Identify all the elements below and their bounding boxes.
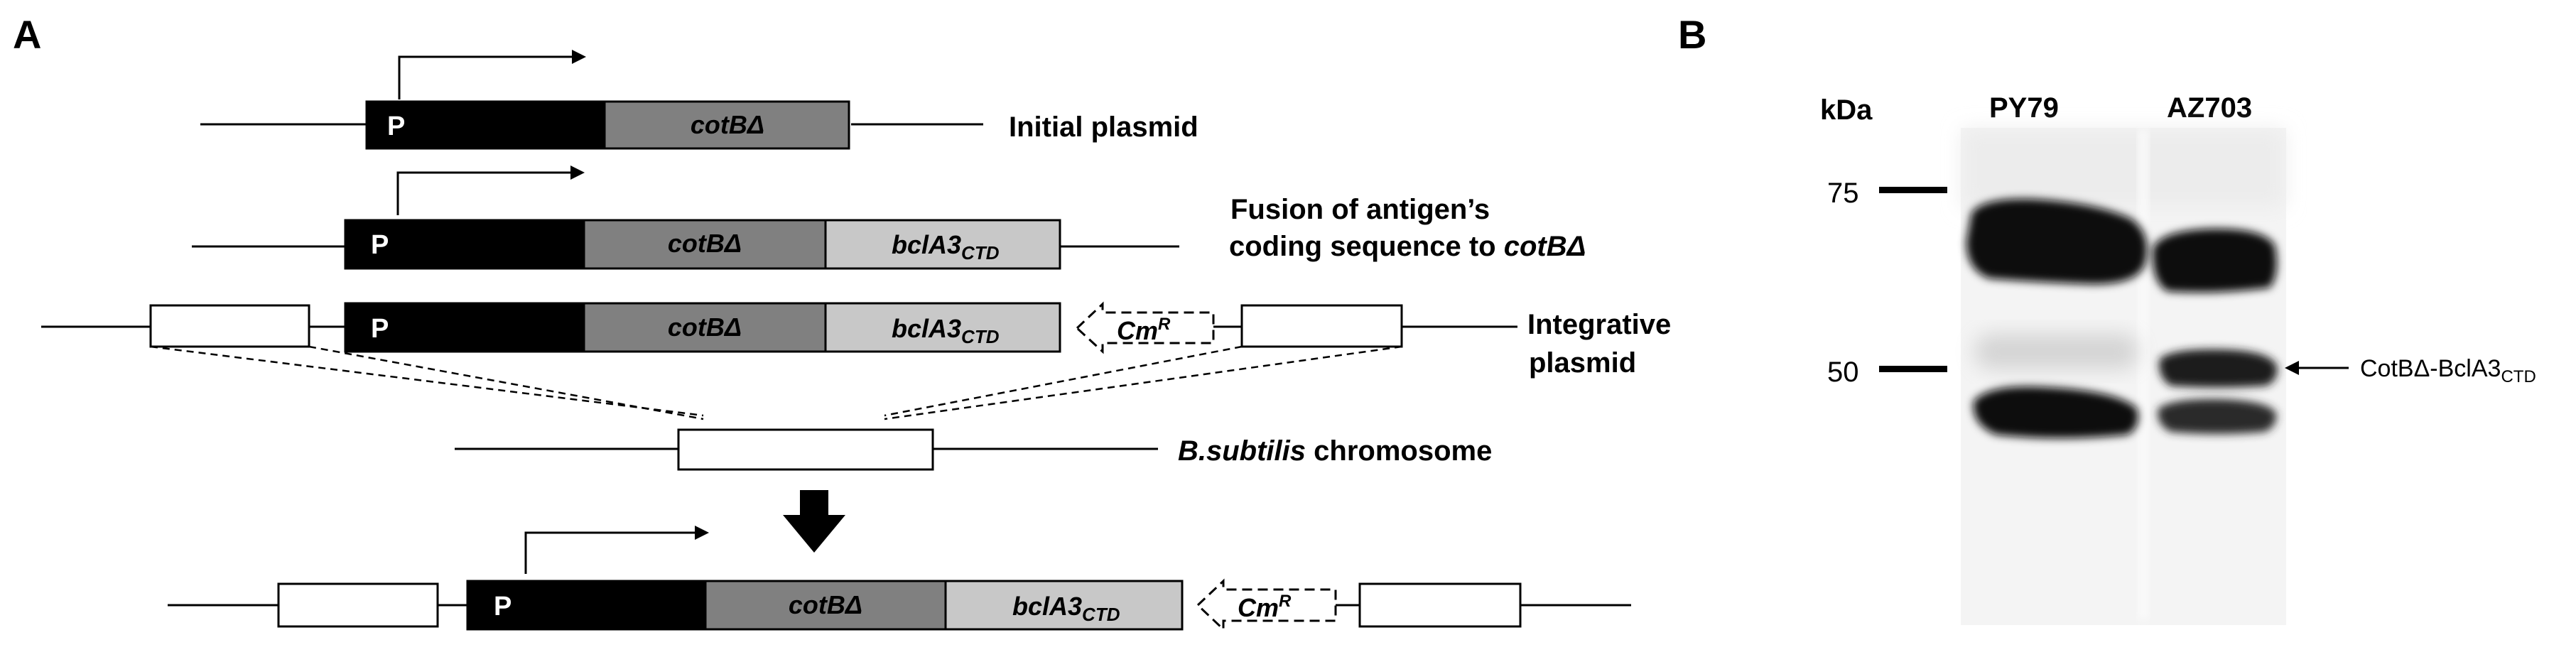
row-chromosome: B.subtilis chromosome [455, 428, 1492, 471]
cotb-label: cotBΔ [691, 110, 764, 139]
cm-resistance-marker [1075, 301, 1215, 354]
promoter-arrow [396, 171, 570, 215]
promoter-arrow [398, 55, 572, 99]
cm-resistance-marker [1196, 578, 1337, 632]
bcla3-box [824, 302, 1061, 353]
fusion-protein-label: CotBΔ-BclA3CTD [2360, 355, 2536, 386]
panel-a-label: A [13, 12, 41, 57]
chromosome-locus-box [677, 428, 934, 471]
arrow-head [570, 165, 585, 180]
arrow-head [695, 526, 709, 540]
lane-label-py79: PY79 [1989, 92, 2059, 124]
row-label-line1: Integrative [1527, 309, 1671, 340]
band-py79-lower [1973, 386, 2138, 438]
marker-75-tick [1879, 187, 1947, 193]
row-fusion: P cotBΔ bclA3CTD Fusion of antigen’s cod… [192, 165, 1586, 270]
promoter-arrow [524, 531, 695, 574]
cotb-box [583, 219, 827, 270]
arrow-head [572, 50, 586, 64]
promoter-box [466, 580, 707, 631]
crossover-lines [150, 345, 1402, 420]
panel-b-label: B [1678, 12, 1706, 57]
band-az703-upper [2152, 228, 2277, 293]
lane-label-az703: AZ703 [2167, 92, 2252, 124]
homology-box-right [1240, 304, 1403, 348]
promoter-box [344, 302, 585, 353]
promoter-box [344, 219, 585, 270]
cotb-label: cotBΔ [668, 229, 742, 258]
bcla3-label: bclA3CTD [892, 230, 1000, 264]
annotation-arrow-icon [2285, 361, 2299, 375]
row-label-line1: Fusion of antigen’s [1230, 194, 1490, 225]
row-label-line2: coding sequence to cotBΔ [1229, 231, 1586, 262]
cotb-label: cotBΔ [789, 590, 862, 619]
row-label: Initial plasmid [1009, 112, 1198, 143]
row-integrated-result: P cotBΔ bclA3CTD CmR [168, 526, 1631, 632]
row-initial-plasmid: P cotBΔ Initial plasmid [200, 50, 1198, 150]
bcla3-box [824, 219, 1061, 270]
row-label-line2: plasmid [1529, 347, 1636, 379]
western-blot-image [1961, 128, 2286, 625]
fusion-annotation: CotBΔ-BclA3CTD [2285, 355, 2536, 386]
bcla3-label: bclA3CTD [1012, 592, 1120, 625]
promoter-label: P [371, 314, 389, 344]
promoter-label: P [494, 592, 512, 621]
down-arrow-icon [783, 490, 845, 553]
band-az703-fusion [2159, 349, 2278, 388]
promoter-label: P [371, 230, 389, 260]
bcla3-label: bclA3CTD [892, 314, 1000, 347]
cm-label: CmR [1238, 592, 1292, 622]
cm-label: CmR [1117, 315, 1171, 345]
cotb-label: cotBΔ [668, 313, 742, 342]
row-integrative-plasmid: P cotBΔ bclA3CTD CmR Integrative plasmid [41, 301, 1671, 379]
homology-box-right [1358, 582, 1522, 628]
chromosome-label: B.subtilis chromosome [1178, 435, 1492, 467]
cotb-box [704, 580, 947, 631]
band-az703-lower [2158, 398, 2277, 434]
cotb-box [583, 302, 827, 353]
marker-50-label: 50 [1827, 357, 1859, 388]
marker-50-tick [1879, 366, 1947, 372]
bcla3-box [944, 580, 1184, 631]
kda-label: kDa [1820, 94, 1873, 126]
marker-75-label: 75 [1827, 178, 1859, 209]
promoter-label: P [387, 112, 405, 141]
band-py79-upper [1966, 198, 2148, 285]
homology-box-left [277, 582, 439, 628]
homology-box-left [149, 304, 310, 348]
cotb-box [603, 100, 850, 150]
